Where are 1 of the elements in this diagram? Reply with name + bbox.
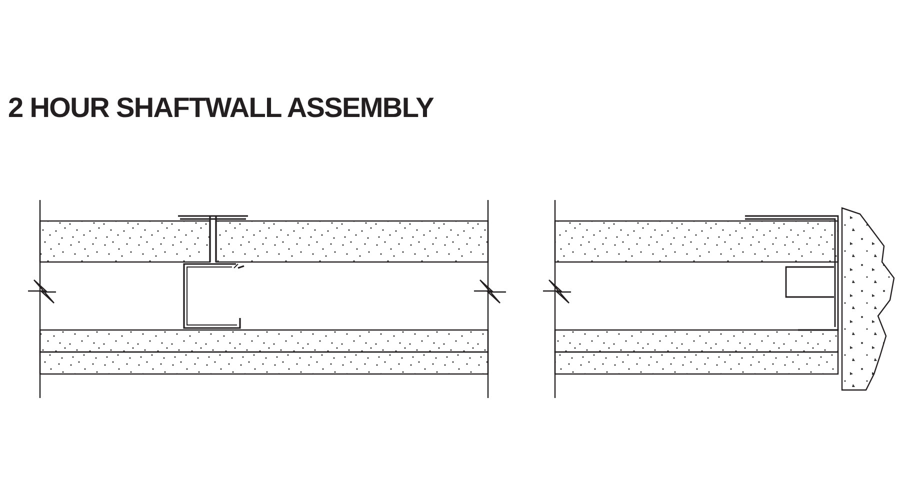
- title: 2 HOUR SHAFTWALL ASSEMBLY: [8, 92, 434, 124]
